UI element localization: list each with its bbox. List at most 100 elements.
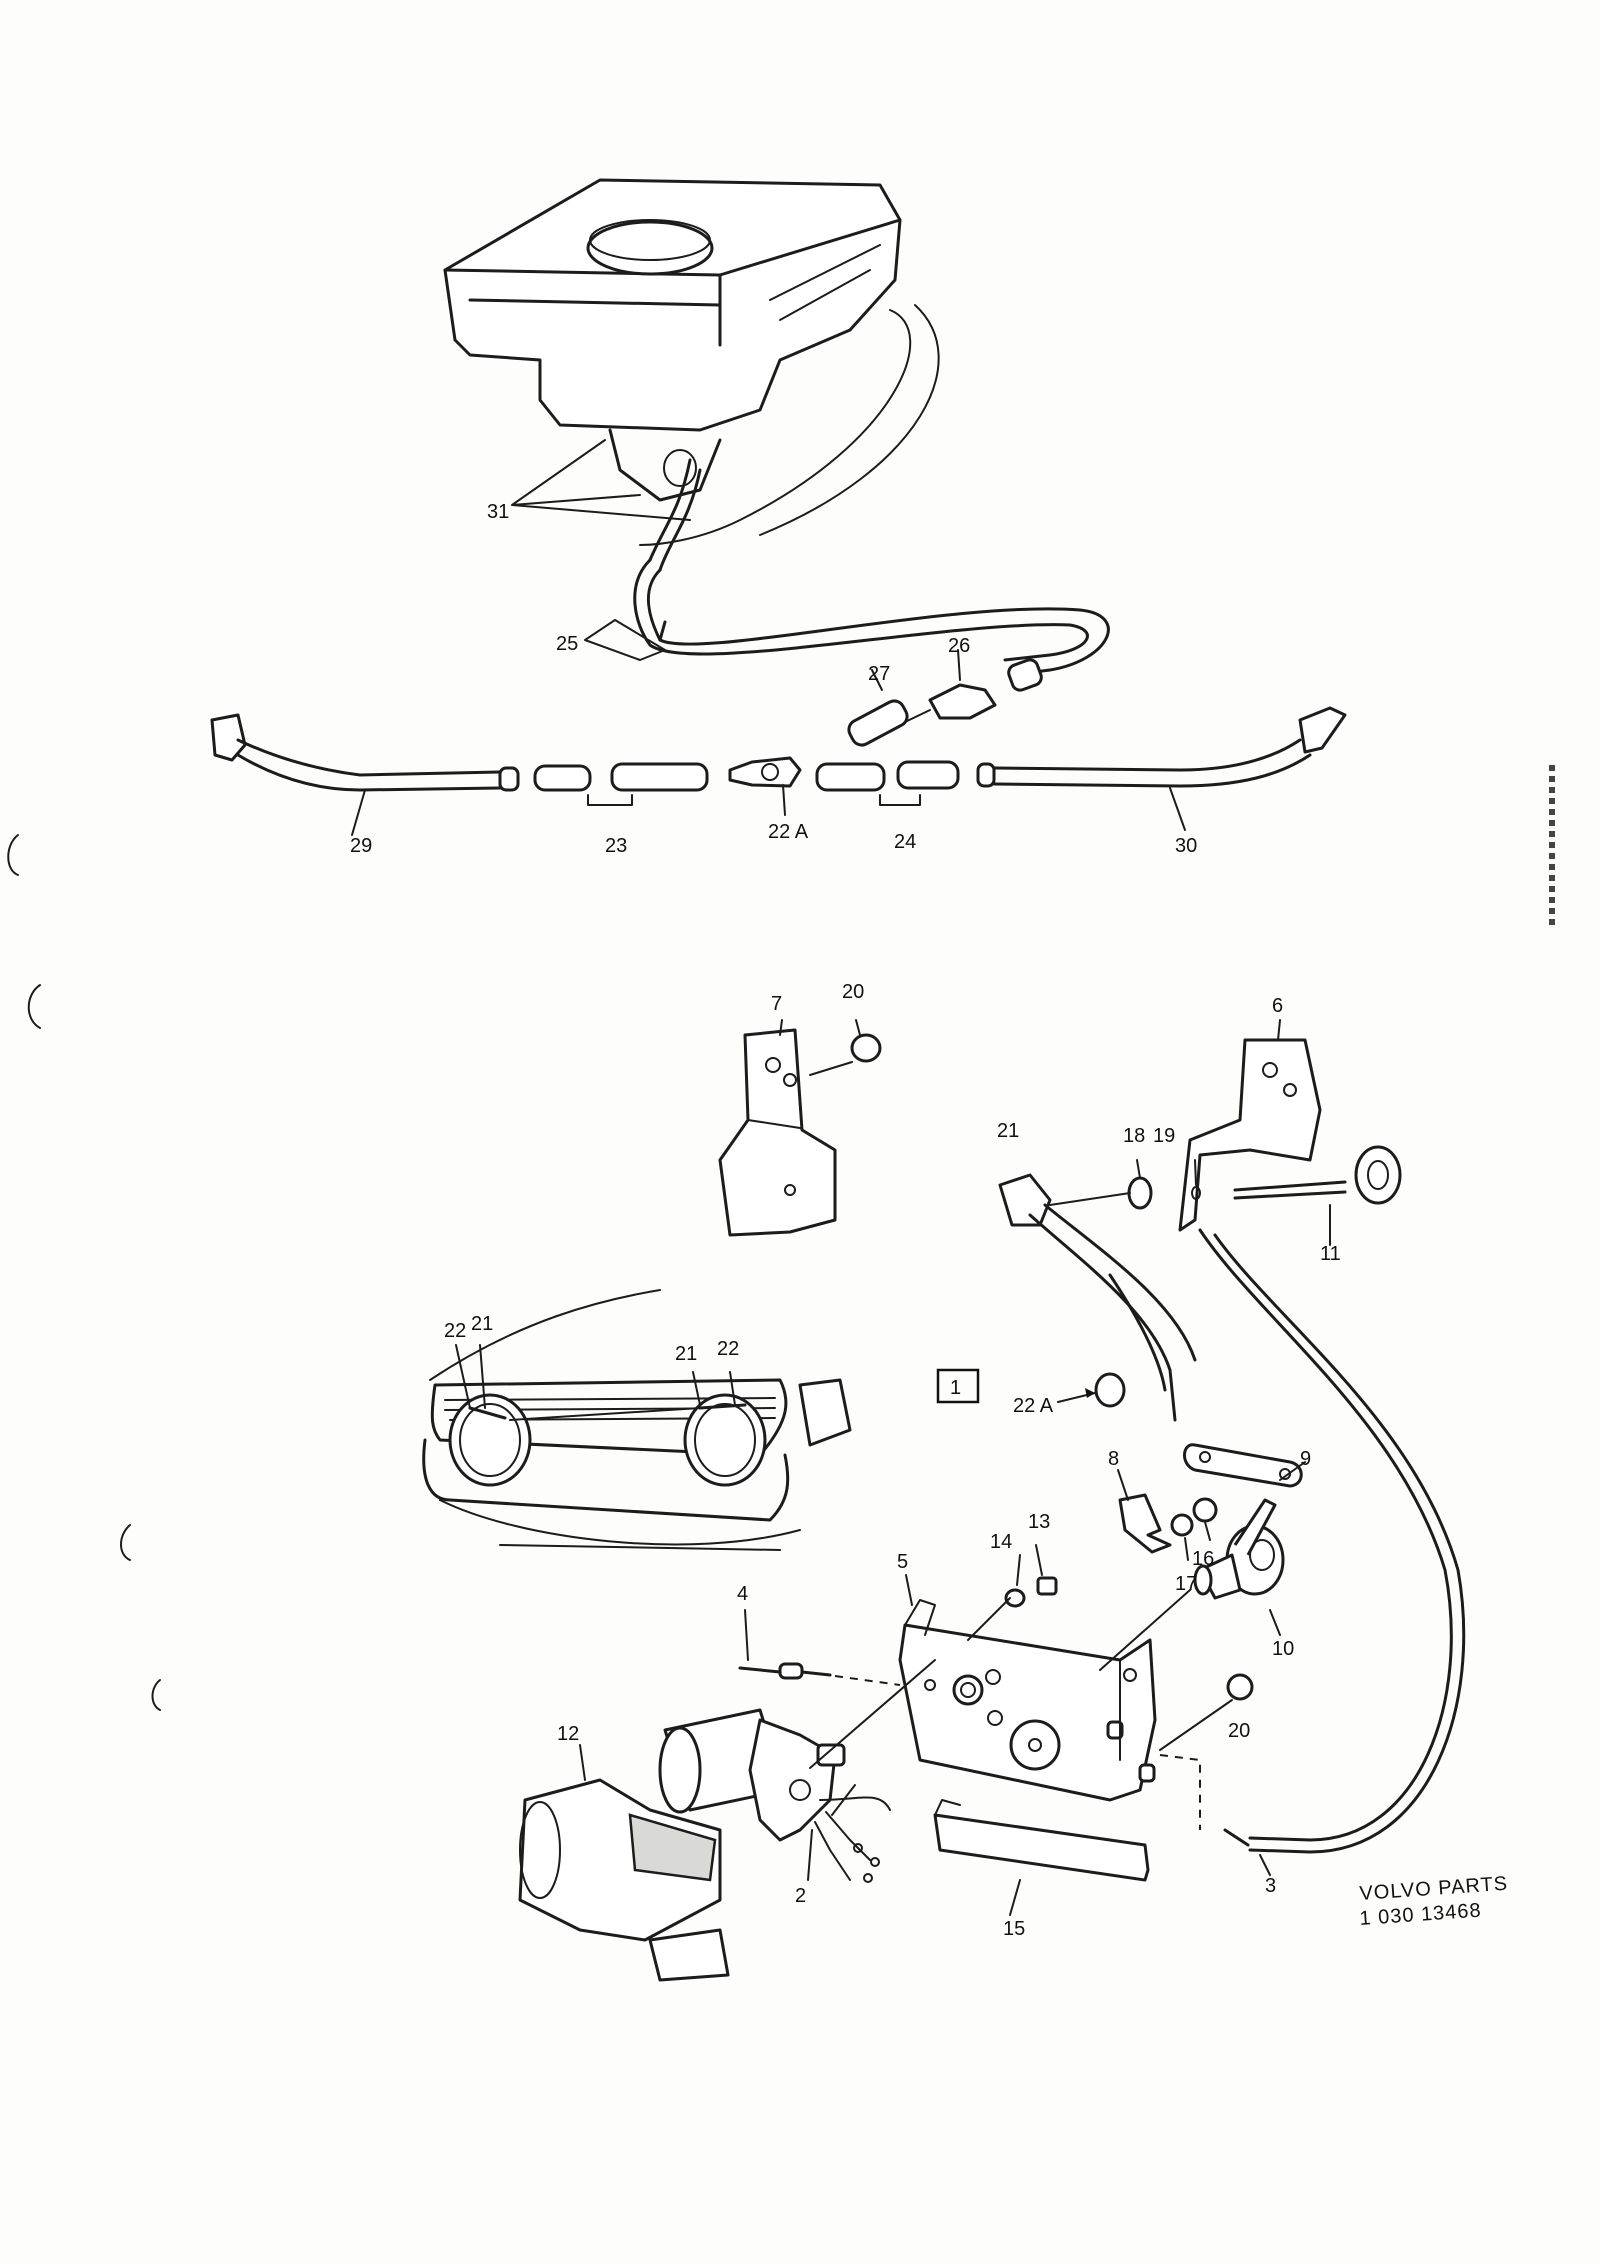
motor-to-bracket-line (809, 1659, 936, 1769)
leader-18 (1136, 1159, 1141, 1179)
callout-21-right: 21 (675, 1343, 697, 1365)
callout-22-right: 22 (717, 1338, 739, 1360)
washer-14 (1004, 1588, 1026, 1608)
leader-26 (782, 784, 786, 816)
motor-to-bracket-line-2 (831, 1784, 856, 1816)
leader-23 (584, 619, 666, 661)
bracket-28 (879, 794, 921, 806)
leader-31 (511, 439, 691, 521)
nut-17 (1170, 1513, 1194, 1537)
leader-10 (1269, 1609, 1281, 1636)
leader-25 (871, 669, 883, 691)
washer-reservoir (443, 178, 902, 502)
leader-6 (1277, 1019, 1281, 1041)
callout-19: 19 (1153, 1125, 1175, 1147)
callout-5: 5 (897, 1551, 908, 1573)
leader-24 (957, 649, 961, 681)
callout-26: 22 A (768, 821, 809, 843)
footer-brand: VOLVO PARTS (1359, 1873, 1509, 1905)
scan-mark-2 (27, 984, 41, 1029)
callout-20-lower: 20 (1228, 1720, 1250, 1742)
bush-22A (1094, 1372, 1126, 1408)
nut-20-lower (1226, 1673, 1254, 1701)
leader-22-21-left (455, 1344, 486, 1409)
body-contour (639, 309, 912, 546)
bracket-6 (1178, 1038, 1322, 1232)
drive-cable-2 (1213, 1233, 1466, 1854)
dashed-guide (1159, 1754, 1201, 1830)
leader-21-22-right (692, 1371, 736, 1406)
crank-line (1099, 1589, 1191, 1671)
leader-5 (905, 1574, 913, 1606)
drive-cable (1198, 1228, 1453, 1842)
callout-16: 16 (1192, 1548, 1214, 1570)
shaft-4 (738, 1662, 901, 1686)
leader-9 (1279, 1461, 1306, 1481)
leader-17 (1184, 1537, 1189, 1561)
callout-3: 3 (1265, 1875, 1276, 1897)
callout-17: 17 (1175, 1573, 1197, 1595)
callout-27: 23 (605, 835, 627, 857)
leader-3 (1259, 1854, 1271, 1876)
leader-29 (351, 789, 366, 836)
leader-7 (779, 1019, 783, 1036)
nut-20-line (1159, 1699, 1233, 1751)
callout-13: 13 (1028, 1511, 1050, 1533)
leader-20-top (855, 1019, 861, 1036)
bracket-8 (1118, 1493, 1172, 1554)
motor-cover-12 (518, 1778, 730, 1982)
callout-11: 11 (1320, 1243, 1341, 1265)
scan-mark-4 (151, 1679, 161, 1711)
nut-16 (1192, 1497, 1218, 1523)
kit-box (936, 1368, 980, 1404)
leader-2 (807, 1829, 813, 1881)
motor-bracket-5 (898, 1599, 1157, 1802)
callout-20-top: 20 (842, 981, 864, 1003)
scan-mark-1 (7, 834, 19, 876)
callout-2: 2 (795, 1885, 806, 1907)
callout-25: 27 (868, 663, 890, 685)
link-9 (1183, 1443, 1303, 1488)
leader-13 (1035, 1544, 1043, 1576)
callout-22-left: 22 (444, 1320, 466, 1342)
leader-30 (1169, 787, 1186, 831)
callout-12: 12 (557, 1723, 579, 1745)
callout-30: 30 (1175, 835, 1197, 857)
callout-10: 10 (1272, 1638, 1294, 1660)
bracket-27 (587, 794, 633, 806)
callout-6: 6 (1272, 995, 1283, 1017)
callout-7: 7 (771, 993, 782, 1015)
callout-1: 1 (950, 1377, 961, 1399)
leader-14 (1016, 1554, 1021, 1586)
callout-21-arm: 21 (997, 1120, 1019, 1142)
jet-hoses (210, 658, 1347, 792)
callout-8: 8 (1108, 1448, 1119, 1470)
wiper-arm-21 (998, 1173, 1197, 1422)
callout-31: 31 (487, 501, 509, 523)
callout-24: 26 (948, 635, 970, 657)
arrow-22A (1085, 1388, 1095, 1398)
leader-16 (1204, 1521, 1211, 1541)
headlamp-inset (422, 1289, 852, 1551)
bolt-13 (1036, 1576, 1058, 1596)
footer-part-number: 1 030 13468 (1359, 1900, 1482, 1930)
leader-21 (1049, 1192, 1131, 1206)
reservoir-hose (633, 458, 1110, 677)
callout-14: 14 (990, 1531, 1012, 1553)
body-contour-2 (759, 304, 940, 536)
callout-22A: 22 A (1013, 1395, 1054, 1417)
callout-28: 24 (894, 831, 916, 853)
callout-21-left: 21 (471, 1313, 493, 1335)
callout-9: 9 (1300, 1448, 1311, 1470)
bracket-7 (718, 1028, 882, 1237)
callout-18: 18 (1123, 1125, 1145, 1147)
leader-15 (1009, 1879, 1021, 1916)
leader-4 (744, 1609, 749, 1661)
callout-23: 25 (556, 633, 578, 655)
callout-15: 15 (1003, 1918, 1025, 1940)
callout-29: 29 (350, 835, 372, 857)
callout-4: 4 (737, 1583, 748, 1605)
nut-18 (1127, 1176, 1153, 1210)
leader-8 (1117, 1469, 1129, 1501)
